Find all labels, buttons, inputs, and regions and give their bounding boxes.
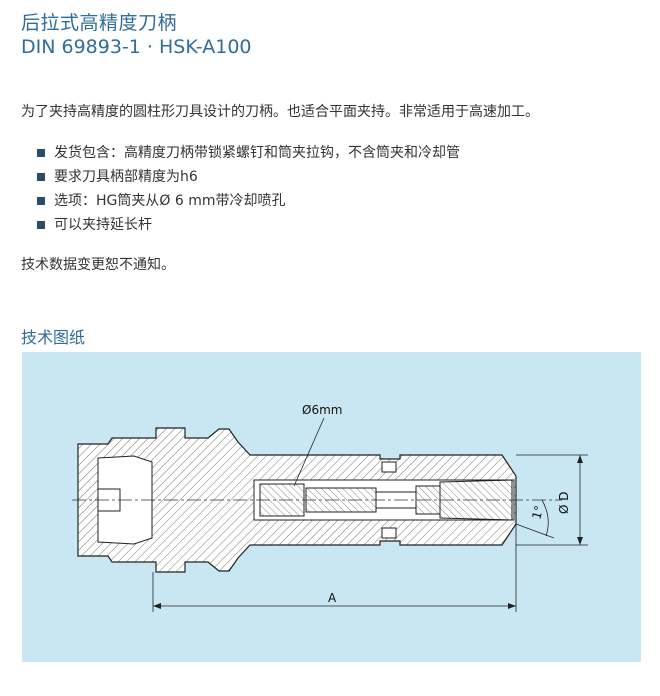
feature-item: 发货包含：高精度刀柄带锁紧螺钉和筒夹拉钩，不含筒夹和冷却管 (37, 141, 460, 165)
product-standard: DIN 69893-1 · HSK-A100 (21, 36, 252, 58)
angle-label: 1° (529, 504, 546, 521)
bullet-icon (37, 221, 45, 229)
length-dimension (152, 524, 517, 612)
feature-text: 发货包含：高精度刀柄带锁紧螺钉和筒夹拉钩，不含筒夹和冷却管 (54, 145, 460, 161)
product-intro: 为了夹持高精度的圆柱形刀具设计的刀柄。也适合平面夹持。非常适用于高速加工。 (21, 104, 539, 120)
technical-drawing: Ø6mm Ø D 1° A (72, 403, 588, 612)
bullet-icon (37, 149, 45, 157)
diameter-dimension (516, 454, 588, 546)
change-notice: 技术数据变更恕不通知。 (21, 257, 175, 273)
feature-text: 可以夹持延长杆 (54, 217, 152, 233)
technical-drawing-panel: Ø6mm Ø D 1° A (22, 352, 641, 662)
section-title-drawing: 技术图纸 (21, 328, 86, 347)
bullet-icon (37, 197, 45, 205)
page-title: 后拉式高精度刀柄 (21, 12, 178, 34)
length-label: A (328, 591, 337, 605)
bullet-icon (37, 173, 45, 181)
feature-text: 要求刀具柄部精度为h6 (54, 169, 198, 185)
feature-list: 发货包含：高精度刀柄带锁紧螺钉和筒夹拉钩，不含筒夹和冷却管 要求刀具柄部精度为h… (37, 141, 460, 237)
feature-item: 要求刀具柄部精度为h6 (37, 165, 460, 189)
coolant-bore-label: Ø6mm (302, 403, 342, 417)
coolant-bore-callout (293, 417, 325, 487)
diameter-label: Ø D (557, 492, 571, 515)
angle-dimension (515, 499, 555, 539)
feature-text: 选项：HG筒夹从Ø 6 mm带冷却喷孔 (54, 193, 286, 209)
feature-item: 选项：HG筒夹从Ø 6 mm带冷却喷孔 (37, 189, 460, 213)
feature-item: 可以夹持延长杆 (37, 213, 460, 237)
